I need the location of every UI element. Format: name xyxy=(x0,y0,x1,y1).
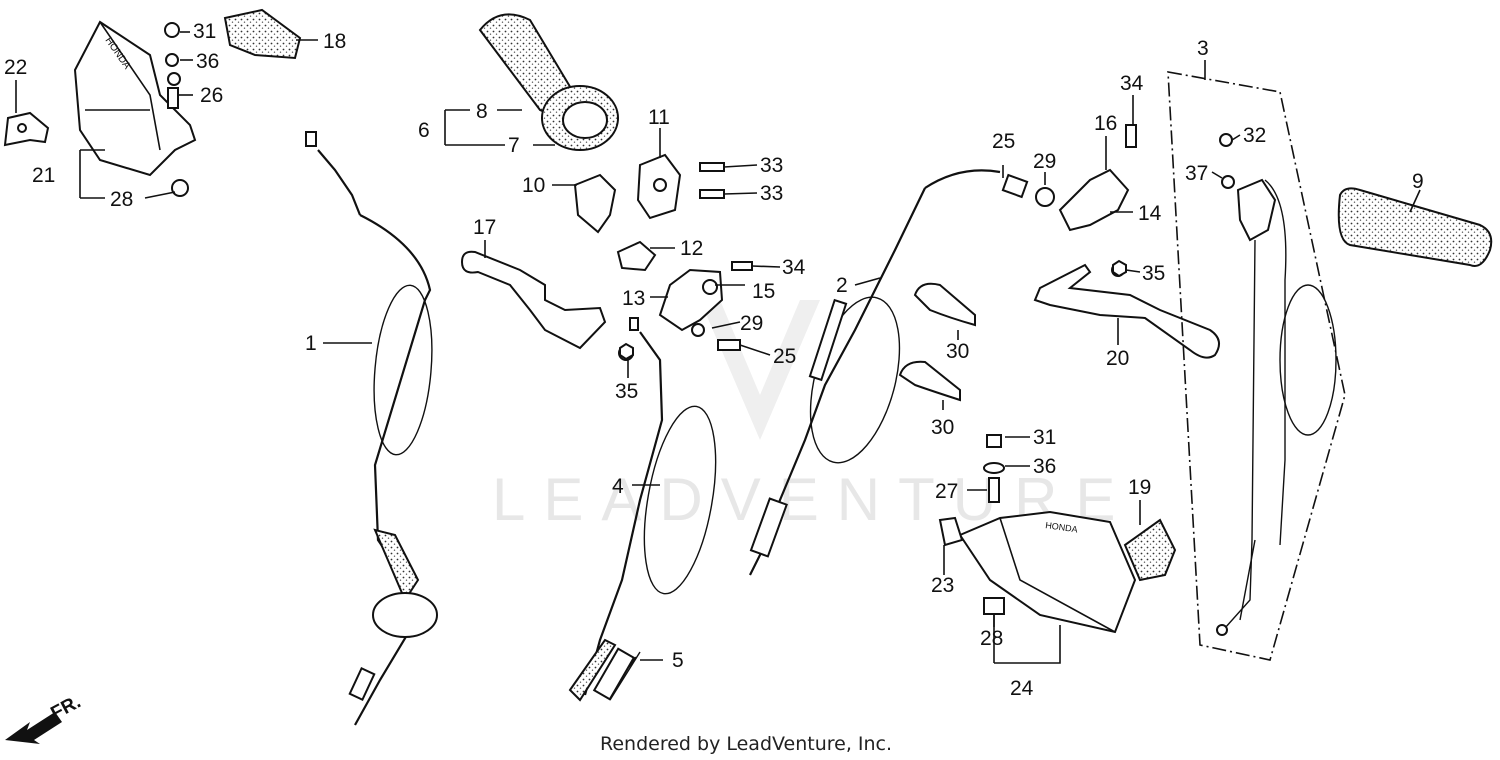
label-part-13: 13 xyxy=(622,287,645,310)
bolt-31-left xyxy=(164,22,181,109)
label-part-30-b: 30 xyxy=(931,416,954,439)
label-part-5: 5 xyxy=(672,649,684,672)
handguard-left-21: HONDA xyxy=(73,20,197,197)
front-direction-arrow: FR. xyxy=(5,692,84,744)
svg-text:HONDA: HONDA xyxy=(1045,520,1079,534)
label-part-27: 27 xyxy=(935,480,958,503)
label-part-18: 18 xyxy=(323,30,346,53)
label-part-23: 23 xyxy=(931,574,954,597)
label-part-34-b: 34 xyxy=(782,256,806,279)
label-part-29-a: 29 xyxy=(1033,150,1056,173)
label-part-33-b: 33 xyxy=(760,182,783,205)
label-part-30-a: 30 xyxy=(946,340,969,363)
label-part-8: 8 xyxy=(476,100,488,123)
clips-30 xyxy=(898,282,976,402)
grip-9 xyxy=(1337,187,1493,267)
nuts-right xyxy=(619,259,1127,361)
cable-1 xyxy=(305,131,438,726)
label-part-21: 21 xyxy=(32,164,55,187)
label-part-31-b: 31 xyxy=(1033,426,1056,449)
label-part-15: 15 xyxy=(752,280,775,303)
label-part-36-a: 36 xyxy=(196,50,219,73)
label-part-35-a: 35 xyxy=(615,380,638,403)
lever-17 xyxy=(460,250,607,350)
label-part-2: 2 xyxy=(836,274,848,297)
label-part-4: 4 xyxy=(612,475,624,498)
label-part-28-a: 28 xyxy=(110,188,133,211)
switch-assembly-3 xyxy=(1167,71,1346,661)
part-labels: 1 2 3 4 5 6 7 8 9 10 11 12 13 14 15 16 1… xyxy=(4,20,1424,700)
label-part-34-a: 34 xyxy=(1120,72,1144,95)
label-part-33-a: 33 xyxy=(760,154,783,177)
cable-4 xyxy=(568,317,717,702)
cover-18 xyxy=(223,8,302,60)
label-part-35-b: 35 xyxy=(1142,262,1165,285)
handguard-right-24: HONDA xyxy=(938,434,1137,634)
spring-5 xyxy=(592,647,641,701)
label-part-36-b: 36 xyxy=(1033,455,1056,478)
lever-20 xyxy=(1033,263,1220,359)
perch-13-15 xyxy=(618,261,753,361)
label-part-24: 24 xyxy=(1010,677,1034,700)
footer-credit: Rendered by LeadVenture, Inc. xyxy=(600,733,892,755)
perch-14-16 xyxy=(1001,124,1137,232)
label-part-11: 11 xyxy=(648,106,670,129)
label-part-29-b: 29 xyxy=(740,312,763,335)
label-part-1: 1 xyxy=(305,332,317,355)
label-part-19: 19 xyxy=(1128,476,1151,499)
throttle-grip xyxy=(478,13,619,151)
throttle-housing xyxy=(573,153,725,272)
label-part-17: 17 xyxy=(473,216,496,239)
label-part-9: 9 xyxy=(1412,170,1424,193)
label-part-14: 14 xyxy=(1138,202,1162,225)
label-part-3: 3 xyxy=(1197,37,1209,60)
label-part-26: 26 xyxy=(200,84,223,107)
label-part-12: 12 xyxy=(680,237,703,260)
label-part-16: 16 xyxy=(1094,112,1117,135)
cable-2 xyxy=(749,169,1001,576)
cover-19 xyxy=(1123,518,1177,582)
label-part-6: 6 xyxy=(418,119,430,142)
label-part-7: 7 xyxy=(508,134,520,157)
label-part-32: 32 xyxy=(1243,124,1266,147)
label-part-31-a: 31 xyxy=(193,20,216,43)
label-part-25-b: 25 xyxy=(773,345,796,368)
label-part-22: 22 xyxy=(4,56,27,79)
bracket-22 xyxy=(3,111,50,147)
label-part-28-b: 28 xyxy=(980,627,1003,650)
label-part-37: 37 xyxy=(1185,162,1208,185)
label-part-10: 10 xyxy=(522,174,545,197)
label-part-20: 20 xyxy=(1106,347,1129,370)
leader-lines xyxy=(15,31,1421,664)
label-part-25-a: 25 xyxy=(992,130,1015,153)
